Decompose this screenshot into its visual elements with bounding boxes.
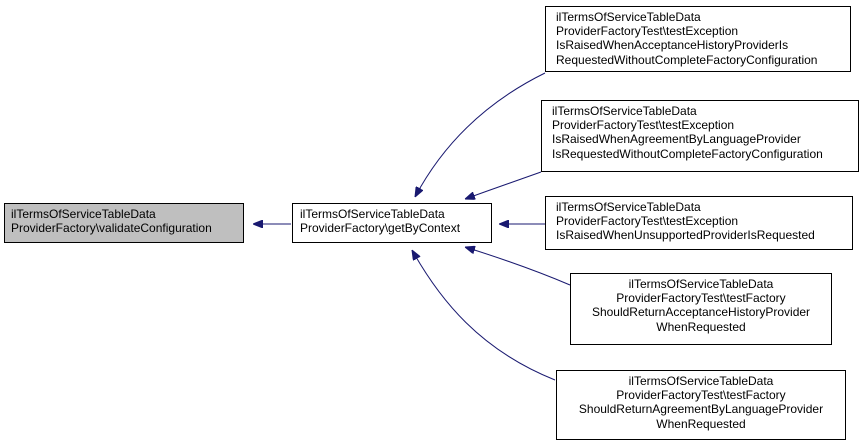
node-test-factory-acceptance-history[interactable]: ilTermsOfServiceTableData ProviderFactor… [570,273,832,345]
node-test-exception-acceptance-history[interactable]: ilTermsOfServiceTableData ProviderFactor… [545,6,851,72]
node-label-line: ShouldReturnAgreementByLanguageProvider [578,402,824,417]
node-label-line: ilTermsOfServiceTableData [628,277,774,291]
node-label-line: ProviderFactory\validateConfiguration [11,221,212,236]
node-label-line: ilTermsOfServiceTableData [556,10,701,24]
node-validate-configuration[interactable]: ilTermsOfServiceTableData ProviderFactor… [4,203,244,243]
node-label-line: ilTermsOfServiceTableData [628,374,774,388]
node-test-exception-agreement-by-language[interactable]: ilTermsOfServiceTableData ProviderFactor… [541,100,859,172]
node-test-factory-agreement-by-language[interactable]: ilTermsOfServiceTableData ProviderFactor… [556,370,846,440]
edge-test2-to-getbycontext [465,171,542,199]
edge-test5-to-getbycontext [412,250,556,381]
edge-test1-to-getbycontext [415,72,546,197]
node-get-by-context[interactable]: ilTermsOfServiceTableData ProviderFactor… [292,203,492,243]
node-label-line: ShouldReturnAcceptanceHistoryProvider [591,305,811,320]
edge-test4-to-getbycontext [465,247,571,286]
node-label-line: ilTermsOfServiceTableData [11,207,156,221]
node-label-line: WhenRequested [656,319,746,334]
node-label-line: ProviderFactoryTest\testException [552,118,735,133]
node-label-line: WhenRequested [656,416,746,431]
node-label-line: IsRaisedWhenUnsupportedProviderIsRequest… [556,228,815,243]
node-label-line: ilTermsOfServiceTableData [556,200,701,214]
node-test-exception-unsupported-provider[interactable]: ilTermsOfServiceTableData ProviderFactor… [545,196,853,250]
node-label-line: ilTermsOfServiceTableData [552,104,697,118]
node-label-line: ProviderFactoryTest\testException [556,24,739,39]
node-label-line: RequestedWithoutCompleteFactoryConfigura… [556,52,818,67]
node-label-line: IsRaisedWhenAcceptanceHistoryProviderIs [556,38,789,53]
node-label-line: ProviderFactoryTest\testFactory [616,291,786,306]
node-label-line: ilTermsOfServiceTableData [300,207,445,221]
node-label-line: ProviderFactory\getByContext [300,221,461,236]
node-label-line: ProviderFactoryTest\testFactory [616,388,786,403]
node-label-line: IsRaisedWhenAgreementByLanguageProvider [552,132,801,147]
node-label-line: IsRequestedWithoutCompleteFactoryConfigu… [552,146,823,161]
node-label-line: ProviderFactoryTest\testException [556,214,739,229]
